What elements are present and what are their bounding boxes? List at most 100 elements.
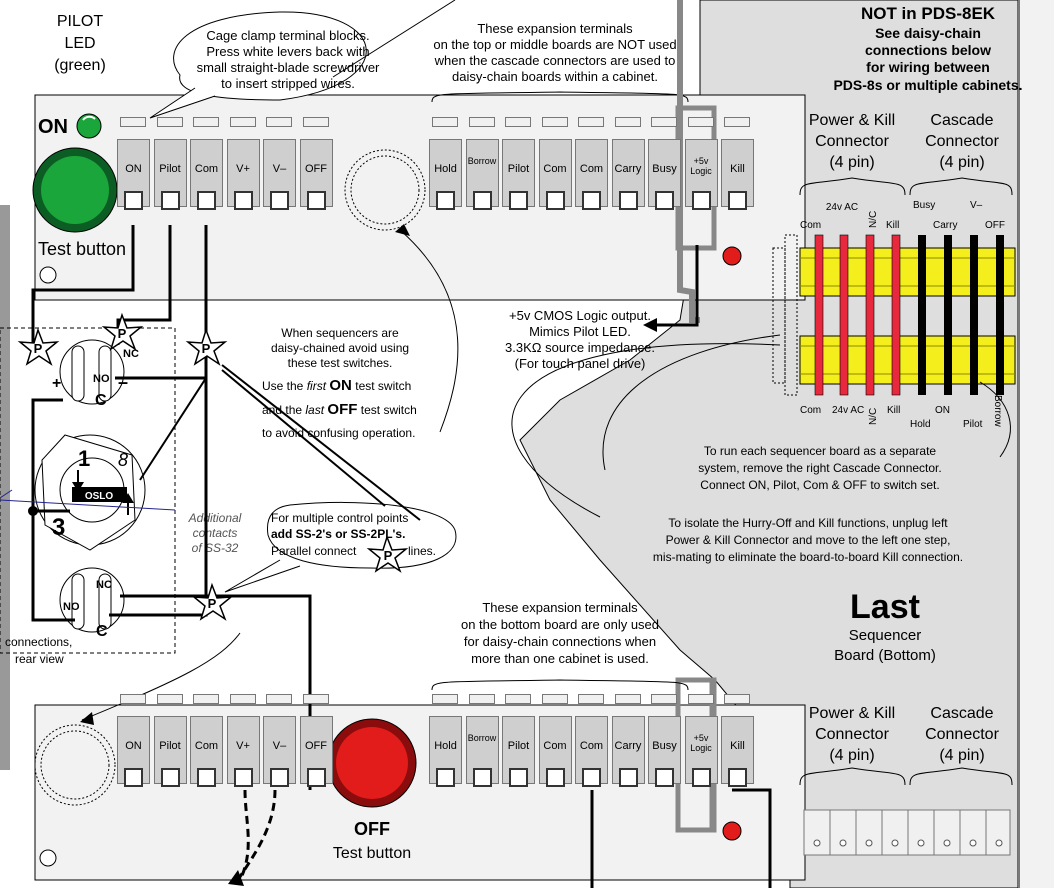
terminal-clamp[interactable]	[436, 191, 455, 210]
terminal-lever[interactable]	[541, 694, 568, 704]
last-line1: Sequencer	[849, 627, 922, 644]
terminal-clamp[interactable]	[728, 191, 747, 210]
terminal-clamp[interactable]	[124, 191, 143, 210]
switch-bottom-icon	[59, 567, 125, 633]
terminal-clamp[interactable]	[582, 768, 601, 787]
right-strip	[1018, 0, 1054, 888]
cmos-note-1: +5v CMOS Logic output.	[509, 308, 651, 323]
terminal-clamp[interactable]	[545, 191, 565, 210]
sw-top-nc: NC	[123, 348, 139, 360]
terminal-clamp[interactable]	[306, 191, 326, 210]
cmos-note-3: 3.3KΩ source impedance.	[505, 340, 655, 355]
terminal-lever[interactable]	[266, 117, 292, 127]
terminal-lever[interactable]	[193, 694, 219, 704]
terminal-lever[interactable]	[578, 694, 604, 704]
cascade-bottom-3: (4 pin)	[939, 747, 984, 764]
cage-note-2: Press white levers back with	[206, 44, 369, 59]
terminal-lever[interactable]	[229, 117, 256, 127]
terminal-lever[interactable]	[614, 117, 641, 127]
terminal-lever[interactable]	[651, 117, 677, 127]
terminal-lever[interactable]	[505, 694, 531, 704]
terminal-clamp[interactable]	[691, 191, 711, 210]
terminal-clamp[interactable]	[582, 191, 601, 210]
ct-kill: Kill	[886, 220, 899, 231]
on-label: ON	[38, 116, 68, 138]
terminal-clamp[interactable]	[472, 768, 492, 787]
terminal-lever[interactable]	[505, 117, 531, 127]
terminal-lever[interactable]	[432, 117, 458, 127]
terminal-lever[interactable]	[724, 117, 750, 127]
terminal-clamp[interactable]	[197, 191, 216, 210]
terminal-lever[interactable]	[578, 117, 604, 127]
separate-note-3: Connect ON, Pilot, Com & OFF to switch s…	[700, 478, 939, 492]
terminal-clamp[interactable]	[655, 768, 674, 787]
pk-top-1: Power & Kill	[809, 112, 895, 129]
terminal-clamp[interactable]	[233, 768, 253, 787]
terminal-clamp[interactable]	[160, 191, 180, 210]
terminal-hold[interactable]: Hold	[429, 716, 462, 784]
connections-label-1: connections,	[5, 635, 72, 649]
terminal-lever[interactable]	[651, 694, 677, 704]
terminal-clamp[interactable]	[655, 191, 674, 210]
terminal-clamp[interactable]	[270, 768, 289, 787]
long-wires	[0, 364, 421, 521]
not-pds-2: connections below	[865, 42, 991, 58]
terminal-clamp[interactable]	[618, 768, 638, 787]
terminal-v-[interactable]: V+	[226, 139, 260, 207]
terminal-clamp[interactable]	[124, 768, 143, 787]
terminal-clamp[interactable]	[197, 768, 216, 787]
multi-note-2: add SS-2's or SS-2PL's.	[271, 527, 405, 541]
top-exp-note-2: on the top or middle boards are NOT used	[433, 37, 676, 52]
terminal-clamp[interactable]	[509, 768, 528, 787]
terminal-lever[interactable]	[468, 117, 495, 127]
cb-com: Com	[800, 405, 821, 416]
not-pds-title: NOT in PDS-8EK	[861, 4, 996, 23]
terminal-lever[interactable]	[302, 117, 329, 127]
terminal-clamp[interactable]	[618, 191, 638, 210]
bottom-exp-note-2: on the bottom board are only used	[461, 617, 659, 632]
terminal-clamp[interactable]	[160, 768, 180, 787]
terminal-lever[interactable]	[193, 117, 219, 127]
first-last-line1: Use the first ON test switch	[262, 377, 411, 394]
pk-bottom-2: Connector	[815, 726, 889, 743]
terminal-clamp[interactable]	[728, 768, 747, 787]
last-title: Last	[850, 588, 920, 626]
test-button-top-label: Test button	[38, 239, 126, 259]
separate-note-1: To run each sequencer board as a separat…	[704, 444, 936, 458]
terminal-on[interactable]: ON	[117, 716, 150, 784]
cascade-bottom-2: Connector	[925, 726, 999, 743]
terminal-clamp[interactable]	[545, 768, 565, 787]
terminal-lever[interactable]	[432, 694, 458, 704]
terminal-lever[interactable]	[229, 694, 256, 704]
terminal-clamp[interactable]	[472, 191, 492, 210]
isolate-note-1: To isolate the Hurry-Off and Kill functi…	[668, 516, 948, 530]
terminal-lever[interactable]	[724, 694, 750, 704]
terminal-clamp[interactable]	[233, 191, 253, 210]
terminal-clamp[interactable]	[691, 768, 711, 787]
terminal-lever[interactable]	[302, 694, 329, 704]
pk-bottom-3: (4 pin)	[829, 747, 874, 764]
terminal-v-[interactable]: V+	[226, 716, 260, 784]
top-exp-note-1: These expansion terminals	[477, 21, 633, 36]
terminal-clamp[interactable]	[509, 191, 528, 210]
terminal-clamp[interactable]	[270, 191, 289, 210]
terminal-lever[interactable]	[468, 694, 495, 704]
terminal-lever[interactable]	[687, 117, 714, 127]
terminal-lever[interactable]	[266, 694, 292, 704]
bottom-exp-note-4: more than one cabinet is used.	[471, 651, 649, 666]
terminal-lever[interactable]	[156, 694, 183, 704]
kill-led-top	[722, 246, 742, 266]
terminal-clamp[interactable]	[436, 768, 455, 787]
cb-24v: 24v AC	[832, 405, 864, 416]
terminal-lever[interactable]	[687, 694, 714, 704]
last-line2: Board (Bottom)	[834, 647, 936, 664]
terminal-lever[interactable]	[614, 694, 641, 704]
connector-top	[799, 247, 1016, 297]
terminal-lever[interactable]	[541, 117, 568, 127]
terminal-clamp[interactable]	[306, 768, 326, 787]
pilot-led-line2: LED	[64, 35, 95, 52]
terminal-com[interactable]: Com	[190, 716, 223, 784]
terminal-lever[interactable]	[120, 117, 146, 127]
terminal-lever[interactable]	[156, 117, 183, 127]
terminal-lever[interactable]	[120, 694, 146, 704]
